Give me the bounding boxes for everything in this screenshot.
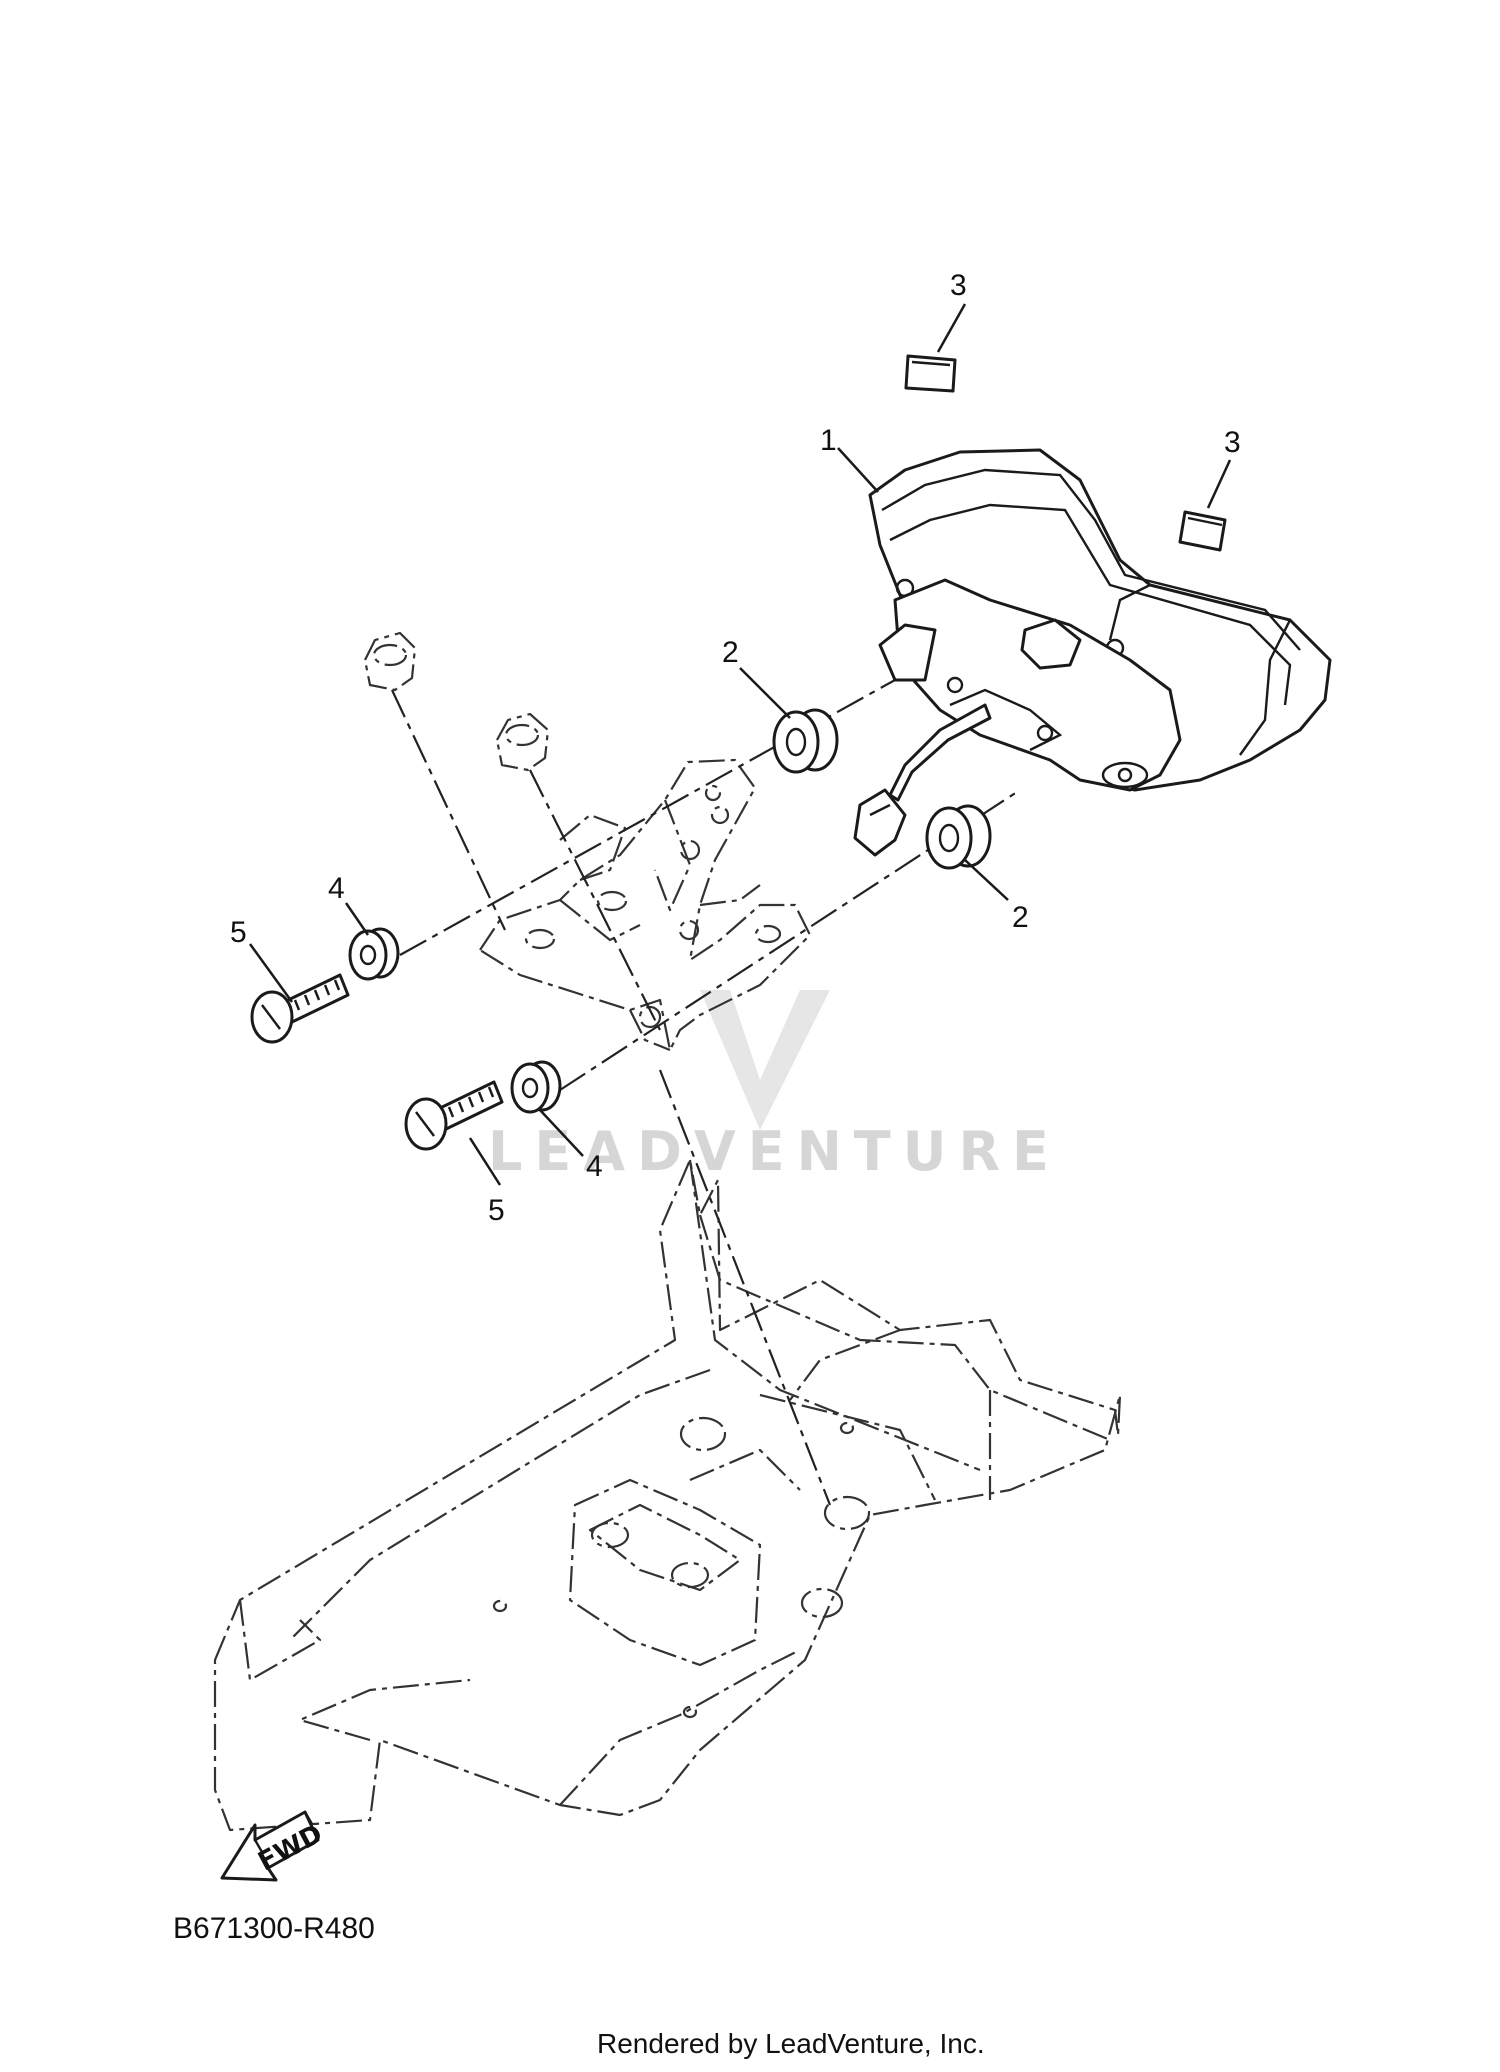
callout-part-4-upper: 4: [328, 872, 345, 905]
callout-leader-lines: [248, 303, 1232, 1186]
bolt-upper: [250, 973, 350, 1044]
callout-part-5-upper: 5: [230, 916, 247, 949]
bolt-lower: [404, 1080, 504, 1151]
callout-part-3-upper: 3: [950, 269, 967, 302]
diagram-code: B671300-R480: [173, 1912, 375, 1945]
leadventure-watermark: LEADVENTURE: [488, 990, 1061, 1183]
callout-part-5-lower: 5: [488, 1194, 505, 1227]
frame-phantom-outline: [213, 1158, 1122, 1832]
callout-part-4-lower: 4: [586, 1150, 603, 1183]
callout-part-2-lower: 2: [1012, 901, 1029, 934]
collar-upper: [348, 927, 400, 981]
watermark-logo-mark: [700, 990, 830, 1130]
grommet-lower: [925, 804, 992, 870]
rubber-pad-upper: [904, 354, 957, 393]
meter-assembly: [853, 448, 1332, 857]
callout-part-3-right: 3: [1224, 426, 1241, 459]
grommet-upper: [772, 708, 839, 774]
rubber-pad-right: [1178, 510, 1227, 552]
watermark-text: LEADVENTURE: [488, 1120, 1061, 1183]
collar-lower: [510, 1060, 562, 1114]
callout-part-1: 1: [820, 424, 837, 457]
forward-arrow: FWD: [220, 1810, 328, 1882]
footer-credit: Rendered by LeadVenture, Inc.: [597, 2028, 985, 2059]
bracket-phantom-outline: [363, 631, 812, 1052]
callout-labels: 1 2 2 3 3 4 4 5 5: [230, 269, 1241, 1227]
callout-part-2-upper: 2: [722, 636, 739, 669]
